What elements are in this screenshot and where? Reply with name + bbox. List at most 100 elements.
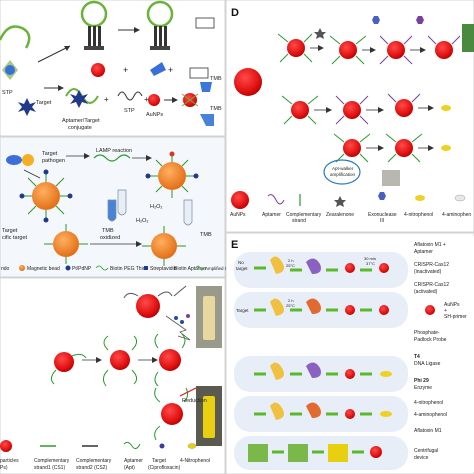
- pathogen-icon: [6, 154, 34, 166]
- aunp-top-icon: [123, 291, 173, 318]
- aunp-with-strands-icon: [333, 133, 371, 163]
- aunp-with-strands-icon: [329, 35, 367, 65]
- aunp-legend-e-icon: [425, 305, 435, 315]
- stp-structure-icon: [2, 60, 18, 80]
- legend-e-2-l1: CRISPR-Cas12: [414, 282, 449, 288]
- legend-c-1-l2: strand1 (CS1): [34, 465, 65, 471]
- aptamer-legend-icon: [267, 194, 285, 205]
- legend-e-10-l1: Centrifugal: [414, 448, 438, 454]
- arrow-head-icon: [96, 357, 102, 363]
- panel-b: Target pathogen LAMP reaction H₂O₂ TMB: [0, 136, 234, 278]
- lamp-wave-icon: [93, 154, 131, 162]
- svg-text:target: target: [236, 266, 248, 271]
- magnetic-bead-icon: [19, 169, 73, 223]
- arrow-head-icon: [64, 46, 70, 51]
- aunp-with-strands-icon: [277, 33, 313, 63]
- exonuclease-icon-2: [416, 16, 424, 24]
- svg-text:+: +: [444, 308, 447, 314]
- temp1-label-a: 2 h: [288, 258, 294, 263]
- test-tube-icon: [117, 189, 127, 216]
- legend-b-4: Amplified DNA: [205, 266, 234, 271]
- arrow-head-icon: [58, 85, 64, 91]
- aunp-with-strands-icon: [335, 95, 369, 125]
- target-label-e: Target: [236, 308, 249, 313]
- target-label-b-2: cific target: [2, 235, 28, 241]
- arrow-head-icon: [136, 241, 142, 247]
- tube-outline-icon: [195, 17, 215, 29]
- arrow-icon: [23, 169, 41, 179]
- lane-1-content: 2 h 25°C 30 min 37°C: [254, 256, 389, 274]
- target-star-icon: [18, 98, 36, 116]
- aptamer-cluster-top: [80, 0, 108, 50]
- legend-d-4-l1: Exonuclease: [368, 212, 397, 218]
- yellow-bead-icon: [441, 145, 451, 151]
- arrow-up-icon: [173, 285, 187, 297]
- arrow-head-icon: [326, 107, 332, 113]
- arrow-icon: [37, 45, 71, 63]
- panel-d-letter: D: [231, 7, 239, 19]
- legend-d-3: Zearalenone: [326, 212, 354, 218]
- stp-label-2: STP: [124, 108, 135, 114]
- magnetic-bead-legend-icon: [19, 265, 25, 271]
- legend-c-3-l2: (Apt): [124, 465, 135, 471]
- apt-walker-label-1: Apt-walker: [332, 166, 354, 171]
- legend-b-2: Streptavidin: [150, 266, 177, 272]
- legend-c-1-l1: Complementary: [34, 458, 70, 464]
- aunp-with-strands-icon: [427, 35, 461, 59]
- lane-5-content: [248, 444, 382, 462]
- panel-d-legend: AuNPs Aptamer Complementary strand Zeara…: [230, 191, 471, 224]
- aggregate-icon: [181, 93, 199, 107]
- panel-a-frame: [0, 0, 226, 137]
- aunp-red-icon: [91, 63, 105, 77]
- panel-c: Reduction particles Ps) Complementary st…: [0, 277, 226, 474]
- test-tube-icon: [183, 199, 193, 226]
- panel-e-letter: E: [231, 239, 238, 251]
- lane-2-content: 2 h 25°C: [254, 298, 389, 316]
- arrow-head-icon: [146, 155, 152, 161]
- legend-c-0-l1: particles: [0, 458, 19, 464]
- ptpd-legend-icon: [65, 265, 71, 271]
- stp-wave-icon: [117, 91, 143, 101]
- aunp-small-icon: [379, 263, 389, 273]
- legend-d-6: 4-aminophen: [442, 212, 471, 218]
- aunp-with-strands-icon: [379, 35, 413, 65]
- molecule-cluster-icon: [174, 314, 190, 324]
- aunp-bottom-icon: [154, 387, 189, 441]
- panel-e-legend: Aflatoxin M1 + Aptamer CRISPR-Cas12 (ina…: [414, 242, 467, 461]
- aunp-with-strands-icon: [281, 95, 319, 125]
- tmb-label-b: TMB: [200, 232, 212, 238]
- bead-group-bottom-icon: [44, 224, 186, 266]
- legend-d-1: Aptamer: [262, 212, 281, 218]
- crispr-icon: [306, 258, 321, 274]
- arrow-head-icon: [420, 47, 426, 53]
- conjugate-label-1: Aptamer/Target: [62, 118, 100, 124]
- legend-e-5-l1: T4: [414, 354, 420, 360]
- legend-b-partial-0: ndo: [1, 266, 10, 272]
- photo-thumbnail-icon: [462, 24, 474, 52]
- aunps-label: AuNPs: [146, 112, 163, 118]
- nitrophenol-legend-icon: [415, 195, 425, 201]
- panel-d: D: [225, 0, 474, 233]
- conjugate-label-2: conjugate: [68, 125, 92, 131]
- peg-legend-icon: [95, 265, 109, 271]
- legend-b-partial-1: Magnetic bead: [27, 266, 60, 272]
- panel-c-frame: [0, 277, 226, 474]
- exonuclease-icon: [372, 16, 380, 24]
- arrow-head-icon: [378, 145, 384, 151]
- legend-e-5-l2: DNA Ligase: [414, 361, 441, 367]
- svg-text:+: +: [168, 65, 173, 75]
- aptamer-loop-icon: [0, 25, 31, 49]
- stp-label: STP: [2, 90, 13, 96]
- yellow-bead-icon: [441, 105, 451, 111]
- white-arrow-icon: [165, 315, 191, 341]
- legend-e-10-l2: device: [414, 455, 429, 461]
- aunp-legend-icon: [231, 191, 249, 209]
- aunp-with-strands-icon: [387, 93, 421, 117]
- lane-4-content: [254, 402, 392, 420]
- arrow-head-icon: [134, 27, 140, 33]
- arrow-head-icon: [428, 145, 434, 151]
- legend-d-4-l2: III: [380, 218, 384, 224]
- panel-b-legend: ndo Magnetic bead Pt/PdNP Biotin PEG Thi…: [1, 265, 234, 272]
- legend-e-8: 4-aminophenol: [414, 412, 447, 418]
